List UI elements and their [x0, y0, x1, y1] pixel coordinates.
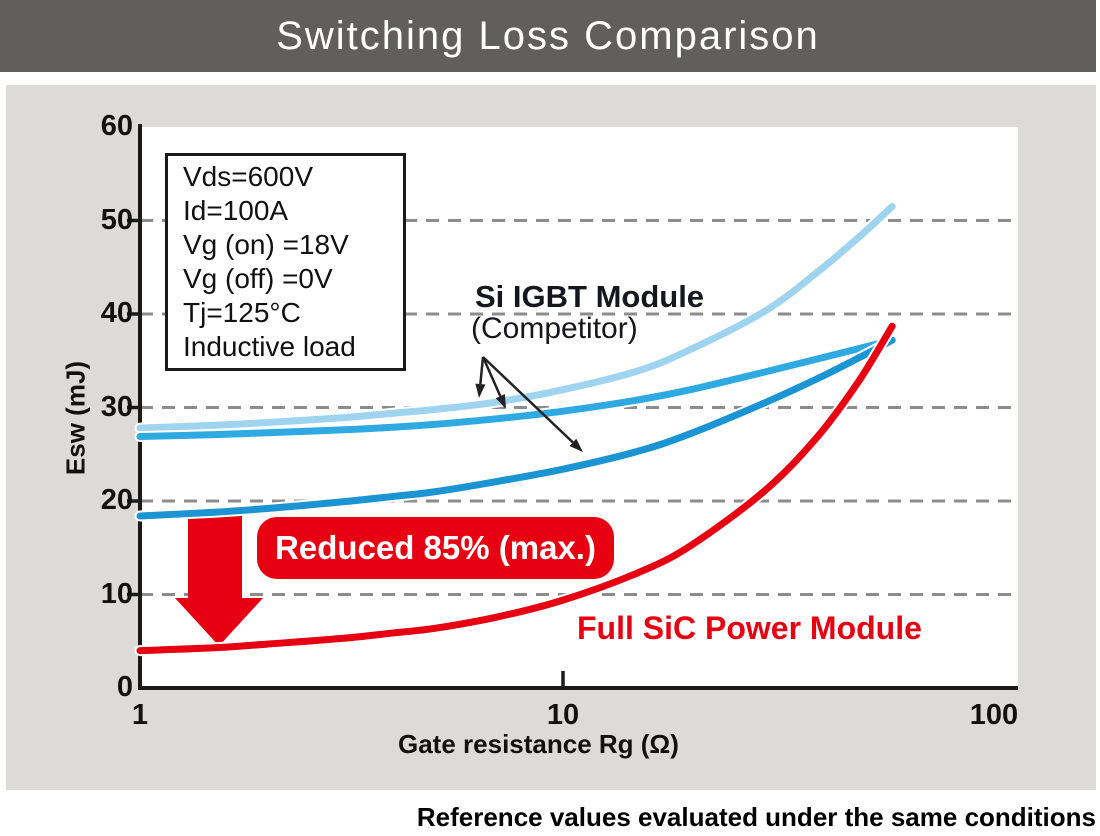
- full-sic-label: Full SiC Power Module: [577, 610, 922, 646]
- condition-line: Vg (on) =18V: [183, 229, 349, 260]
- pointer-arrow-head-1: [495, 394, 506, 409]
- pointer-arrow-head-2: [569, 438, 583, 452]
- pointer-arrow-head-0: [475, 383, 486, 398]
- y-tick-label: 50: [100, 203, 133, 236]
- y-tick-label: 10: [100, 577, 133, 610]
- pointer-arrow-line-1: [481, 356, 502, 397]
- curve-3: [136, 322, 896, 655]
- y-tick-label: 0: [116, 671, 133, 703]
- reduced-badge: Reduced 85% (max.): [257, 517, 614, 579]
- condition-line: Vds=600V: [183, 161, 313, 192]
- x-tick-label: 10: [546, 699, 580, 731]
- y-tick-label: 60: [100, 110, 133, 142]
- footer-note: Reference values evaluated under the sam…: [416, 802, 1096, 832]
- condition-line: Tj=125°C: [183, 297, 301, 328]
- pointer-arrow-line-0: [479, 356, 485, 385]
- page-title: Switching Loss Comparison: [276, 13, 820, 58]
- si-igbt-title: Si IGBT Module: [475, 279, 705, 314]
- pointer-arrow-line-2: [482, 356, 574, 444]
- condition-line: Id=100A: [183, 195, 289, 226]
- condition-line: Inductive load: [183, 331, 356, 362]
- x-axis-label: Gate resistance Rg (Ω): [398, 729, 679, 759]
- title-bar: Switching Loss Comparison: [0, 0, 1096, 72]
- curve-0: [136, 203, 896, 432]
- y-tick-label: 30: [100, 390, 133, 423]
- x-tick-label: 1: [131, 699, 149, 731]
- reduction-down-arrow: [175, 514, 263, 646]
- condition-line: Vg (off) =0V: [183, 263, 333, 294]
- y-tick-label: 20: [100, 484, 133, 516]
- curve-2: [136, 336, 896, 520]
- x-tick-label: 100: [969, 699, 1019, 731]
- reduced-badge-label: Reduced 85% (max.): [275, 529, 596, 566]
- si-igbt-module-label: Si IGBT Module (Competitor): [471, 279, 705, 346]
- competitor-label: (Competitor): [471, 312, 638, 346]
- curve-1: [136, 336, 896, 440]
- y-tick-label: 40: [100, 297, 133, 329]
